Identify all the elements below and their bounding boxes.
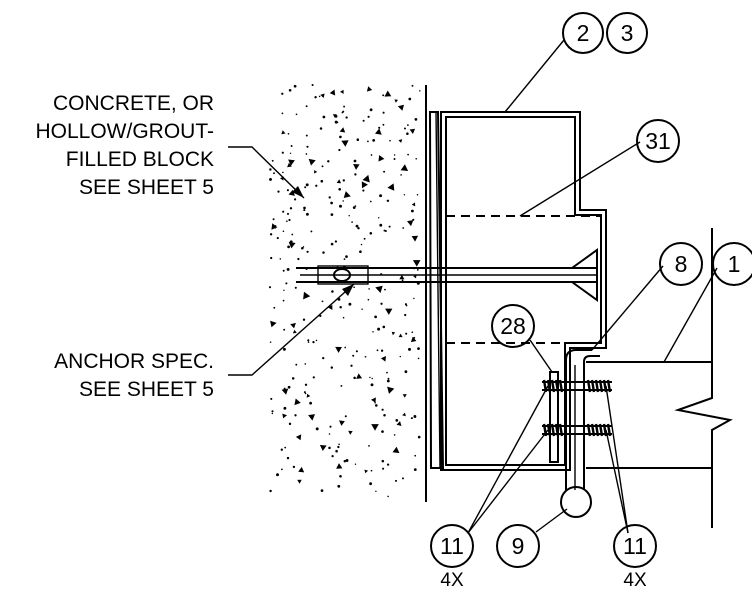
beam-break-line	[674, 228, 733, 528]
leader-balloon-11-left-a	[467, 385, 549, 534]
arrow-anchor	[342, 284, 354, 296]
anchor-sleeve	[317, 265, 369, 285]
pin-circle	[560, 486, 592, 518]
callout-anchor: ANCHOR SPEC. SEE SHEET 5	[54, 350, 214, 401]
leader-concrete	[228, 146, 305, 199]
bolt-upper-threads	[542, 379, 612, 393]
clip-leg-left	[565, 349, 592, 490]
callout-anchor-line-1: ANCHOR SPEC.	[54, 350, 214, 373]
clip-assembly	[565, 349, 600, 490]
through-bolt-lower	[542, 423, 612, 437]
balloon-3-circle	[606, 12, 648, 54]
concrete-wall	[268, 83, 427, 502]
balloon-31: 31	[636, 119, 680, 163]
balloon-1: 1	[712, 242, 752, 286]
balloon-31-number: 31	[645, 128, 671, 154]
balloon-11-left-circle	[430, 524, 474, 568]
arrow-concrete	[292, 186, 304, 198]
anchor-bolt	[296, 248, 598, 302]
base-plate-inner-line	[435, 111, 441, 469]
quantity-11-left: 4X	[440, 570, 464, 591]
anchor-countersink-head	[571, 248, 598, 302]
base-plate-shape	[428, 111, 445, 469]
leader-balloon-8	[591, 265, 664, 351]
leader-balloon-2	[504, 39, 565, 113]
callout-concrete-line-2: HOLLOW/GROUT-	[35, 120, 214, 143]
callout-concrete: CONCRETE, OR HOLLOW/GROUT- FILLED BLOCK …	[35, 92, 214, 199]
beam	[586, 228, 733, 528]
leader-anchor	[228, 283, 355, 376]
callout-concrete-line-1: CONCRETE, OR	[53, 92, 214, 115]
concrete-stipple-pattern	[268, 83, 421, 498]
through-bolts	[542, 379, 612, 437]
leader-balloon-1	[663, 267, 718, 363]
clamp-plate	[549, 371, 559, 463]
balloon-3-number: 3	[621, 20, 634, 46]
callout-anchor-line-2: SEE SHEET 5	[79, 378, 214, 401]
balloon-8-number: 8	[675, 251, 688, 277]
balloon-11-right-circle	[613, 524, 657, 568]
balloon-1-number: 1	[728, 251, 741, 277]
callout-concrete-line-4: SEE SHEET 5	[79, 176, 214, 199]
balloon-2: 2	[562, 12, 604, 54]
balloon-11-right-number: 11	[623, 533, 647, 559]
balloon-2-circle	[562, 12, 604, 54]
through-bolt-upper	[542, 379, 612, 393]
balloon-11-right: 11	[613, 524, 657, 568]
leader-balloon-9	[535, 508, 568, 533]
balloon-28-circle	[491, 304, 535, 348]
leader-balloon-31	[519, 141, 641, 217]
balloon-9: 9	[496, 524, 540, 568]
balloon-1-circle	[712, 242, 752, 286]
leader-balloon-11-right-b	[605, 429, 629, 534]
balloon-3: 3	[606, 12, 648, 54]
leader-lines	[228, 39, 718, 534]
bracket-channel	[440, 111, 607, 471]
base-plate	[428, 111, 445, 469]
balloon-2-number: 2	[577, 20, 590, 46]
callout-concrete-line-3: FILLED BLOCK	[66, 148, 214, 171]
anchor-expansion-wedge	[333, 268, 351, 282]
balloon-8: 8	[659, 242, 703, 286]
balloon-28-number: 28	[500, 313, 526, 339]
bracket-outer-outline	[440, 111, 607, 471]
leader-balloon-11-left-b	[467, 429, 549, 534]
balloon-31-circle	[636, 119, 680, 163]
bolt-lower-threads	[542, 423, 612, 437]
balloon-11-left-number: 11	[440, 533, 464, 559]
leader-balloon-11-right-a	[605, 385, 629, 534]
quantity-11-right: 4X	[623, 570, 647, 591]
balloon-9-number: 9	[512, 533, 525, 559]
leader-balloon-28	[529, 339, 553, 373]
balloon-11-left: 11	[430, 524, 474, 568]
balloon-8-circle	[659, 242, 703, 286]
balloon-9-circle	[496, 524, 540, 568]
clip-leg-right	[583, 355, 600, 490]
balloon-28: 28	[491, 304, 535, 348]
bracket-inner-outline	[445, 116, 602, 466]
